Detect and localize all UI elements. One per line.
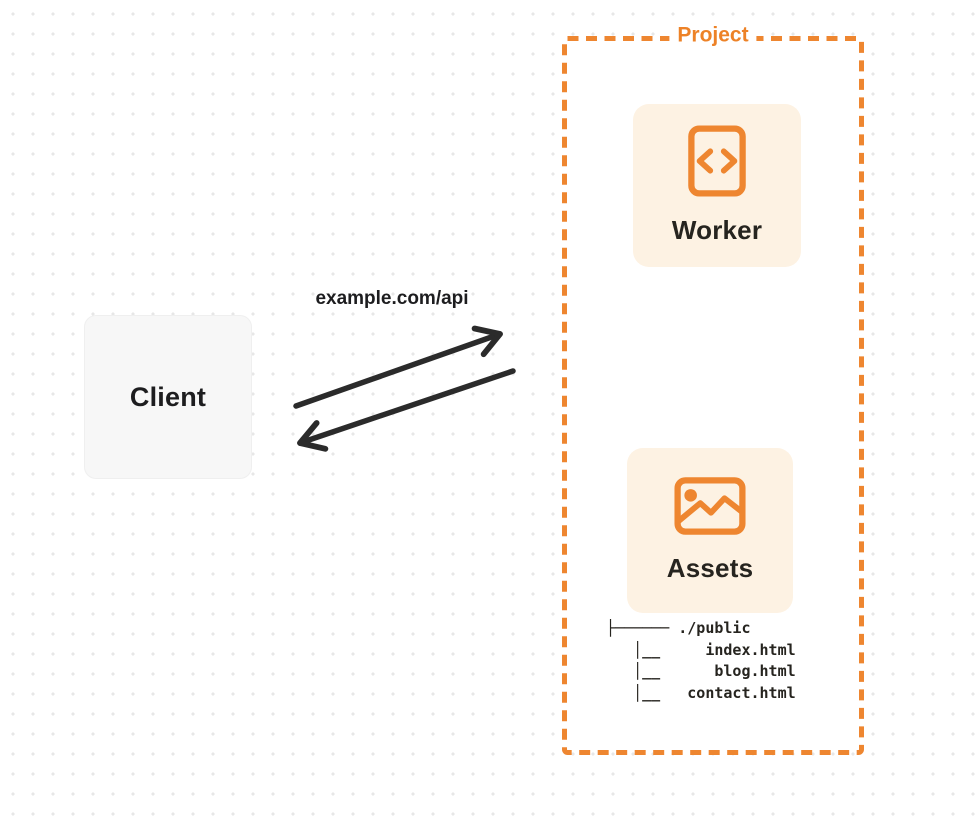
request-url-label: example.com/api (315, 288, 469, 309)
tree-line-index: │__ index.html (606, 640, 796, 659)
tree-line-root: ├────── ./public (606, 619, 751, 637)
worker-node: Worker (633, 104, 801, 267)
code-document-icon (688, 125, 746, 197)
project-title: Project (669, 23, 757, 48)
worker-label: Worker (671, 215, 763, 245)
request-arrow (293, 325, 503, 409)
image-icon (674, 477, 746, 535)
tree-line-contact: │__ contact.html (606, 683, 796, 702)
project-container: Project Worker Assets ├────── ./public │… (562, 23, 864, 755)
assets-node: Assets (627, 448, 793, 613)
tree-line-blog: │__ blog.html (606, 662, 796, 680)
assets-file-tree: ├────── ./public │__ index.html │__ blog… (606, 618, 796, 704)
assets-label: Assets (666, 553, 754, 583)
response-arrow (297, 368, 516, 452)
client-node: Client (84, 315, 252, 479)
client-label: Client (129, 381, 207, 412)
